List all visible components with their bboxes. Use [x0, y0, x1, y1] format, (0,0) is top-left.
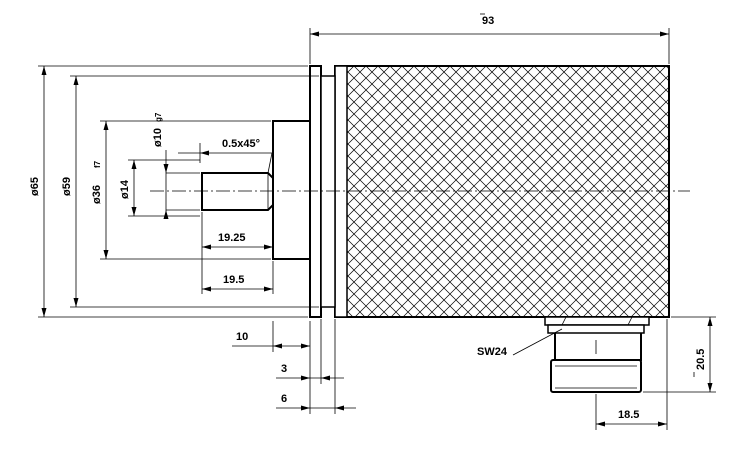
label-connector-width: 18.5 — [618, 409, 639, 421]
shaft — [201, 172, 274, 211]
label-spigot-diameter: ø36 — [91, 185, 103, 204]
label-flange-diameter: ø59 — [61, 177, 73, 196]
dim-spigot-depth: 10 — [232, 321, 311, 352]
dim-shaft-length-1: 19.25 — [201, 212, 273, 252]
dim-outer-diameter: ø65 — [29, 65, 308, 318]
dim-chamfer: 0.5x45° — [178, 138, 273, 174]
label-shaft-length-1: 19.25 — [218, 232, 246, 244]
centering-spigot — [272, 120, 311, 260]
label-outer-diameter: ø65 — [29, 177, 41, 196]
label-shaft-tolerance: g7 — [154, 112, 163, 122]
dim-shaft-shoulder: ø14 — [119, 159, 200, 217]
label-connector-height: 20.5 — [695, 349, 707, 370]
dim-flange-diameter: ø59 — [61, 75, 319, 308]
dim-spigot-diameter: ø36 f7 — [91, 120, 271, 260]
label-total-length: 93 — [482, 15, 494, 27]
dim-total-length: 93 — [309, 13, 670, 64]
wrench-size-callout: SW24 — [477, 328, 563, 358]
housing-body — [334, 65, 670, 318]
label-shaft-diameter: ø10 — [152, 128, 164, 147]
connector — [544, 316, 650, 393]
label-flange-thickness-2: 6 — [281, 393, 287, 405]
label-spigot-tolerance: f7 — [93, 160, 102, 168]
label-flange-thickness-1: 3 — [281, 363, 287, 375]
label-wrench-size: SW24 — [477, 346, 508, 358]
label-shaft-length-2: 19.5 — [223, 274, 244, 286]
dim-connector-height: 20.5 — [643, 316, 716, 393]
dim-shaft-diameter: ø10 g7 — [152, 112, 200, 219]
dim-connector-width: 18.5 — [595, 319, 668, 430]
dim-flange-thickness-2: 6 — [276, 319, 356, 414]
mounting-flange — [309, 65, 336, 318]
dim-shaft-length-2: 19.5 — [201, 252, 274, 294]
label-shaft-shoulder-diameter: ø14 — [119, 179, 131, 199]
label-spigot-depth: 10 — [236, 331, 248, 343]
label-chamfer: 0.5x45° — [222, 138, 260, 150]
